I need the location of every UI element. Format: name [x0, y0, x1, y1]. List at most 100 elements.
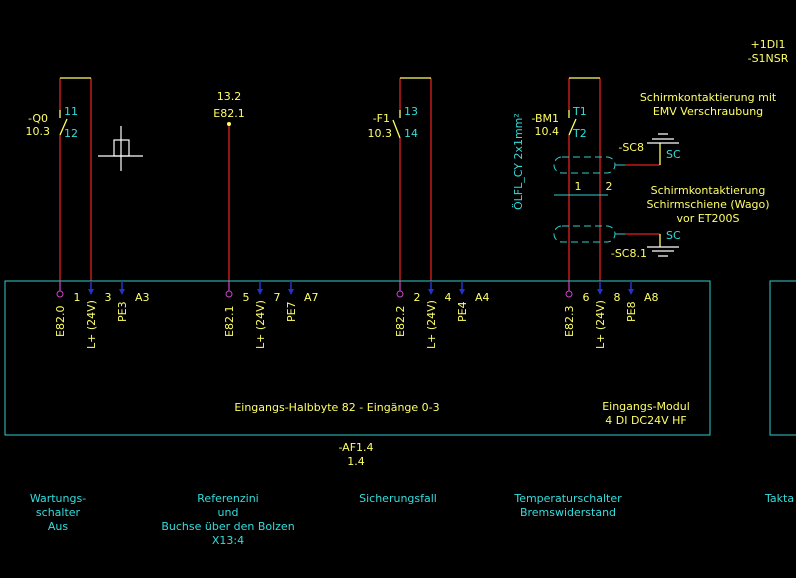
function-line: Buchse über den Bolzen	[161, 520, 294, 533]
shield-note: Schirmkontaktierung	[651, 184, 766, 197]
module-type: Eingangs-Modul	[602, 400, 690, 413]
location-label: +1DI1	[751, 38, 786, 51]
cross-reference-e82-1[interactable]: 13.2 E82.1	[213, 90, 245, 281]
function-line: X13:4	[212, 534, 244, 547]
function-line: schalter	[36, 506, 81, 519]
terminal-pin-icon[interactable]	[88, 289, 94, 295]
shield-tag: -SC8.1	[611, 247, 647, 260]
contact-bm1[interactable]: -BM1 10.4 T1 T2	[531, 77, 601, 281]
cable-name: ÖLFL_CY 2x1mm²	[512, 113, 525, 210]
function-line: Temperaturschalter	[513, 492, 622, 505]
terminal-signal-icon[interactable]	[565, 290, 573, 298]
contact-ref: 10.3	[26, 125, 51, 138]
function-line: Referenzini	[197, 492, 258, 505]
cross-ref-signal: E82.1	[213, 107, 244, 120]
ground-icon	[647, 246, 679, 257]
pin-label: 12	[64, 127, 78, 140]
signal-label: E82.0	[54, 306, 67, 337]
pin-number: 1	[74, 291, 81, 304]
shield-contact-sc8-1[interactable]: Schirmkontaktierung Schirmschiene (Wago)…	[611, 184, 770, 260]
pin-label: 14	[404, 127, 418, 140]
ground-icon	[647, 133, 679, 144]
pin-number: 5	[243, 291, 250, 304]
pin-label: T2	[572, 127, 587, 140]
channel-terminals[interactable]: E82.2 L+ (24V) PE4 2 4 A4	[394, 281, 490, 349]
contact-tag: -F1	[373, 112, 390, 125]
signal-label: E82.1	[223, 306, 236, 337]
pin-label: 13	[404, 105, 418, 118]
module-ref: 1.4	[347, 455, 365, 468]
pe-label: PE8	[625, 301, 638, 322]
channel-terminals[interactable]: E82.0 L+ (24V) PE3 1 3 A3	[54, 281, 150, 349]
terminal-signal-icon[interactable]	[56, 290, 64, 298]
supply-label: L+ (24V)	[594, 300, 607, 349]
crosshair-cursor-icon	[98, 126, 143, 171]
shield-note: Schirmschiene (Wago)	[646, 198, 769, 211]
cable-olfl[interactable]: ÖLFL_CY 2x1mm² 1 2	[512, 113, 616, 243]
contact-q0[interactable]: -Q0 10.3 11 12	[26, 77, 92, 281]
pin-number: 8	[614, 291, 621, 304]
address-label: A4	[475, 291, 490, 304]
supply-label: L+ (24V)	[85, 300, 98, 349]
channel-terminals[interactable]: E82.3 L+ (24V) PE8 6 8 A8	[563, 281, 659, 349]
terminal-pin-icon[interactable]	[428, 289, 434, 295]
terminal-pin-icon[interactable]	[119, 289, 125, 295]
terminal-pin-icon[interactable]	[597, 289, 603, 295]
shield-note: Schirmkontaktierung mit	[640, 91, 777, 104]
module-type: 4 DI DC24V HF	[605, 414, 686, 427]
next-module-box[interactable]	[769, 280, 796, 436]
function-line: und	[218, 506, 239, 519]
terminal-pin-icon[interactable]	[257, 289, 263, 295]
terminal-signal-icon[interactable]	[225, 290, 233, 298]
supply-label: L+ (24V)	[425, 300, 438, 349]
connection-point-icon	[227, 122, 231, 126]
shield-tag: -SC8	[618, 141, 644, 154]
function-text: Sicherungsfall	[359, 492, 437, 505]
wire-number: 2	[606, 180, 613, 193]
signal-label: E82.2	[394, 306, 407, 337]
contact-tag: -Q0	[28, 112, 48, 125]
shield-contact-sc8[interactable]: Schirmkontaktierung mit EMV Verschraubun…	[615, 91, 777, 166]
shield-note: EMV Verschraubung	[653, 105, 763, 118]
device-label: -S1NSR	[748, 52, 789, 65]
terminal-pin-icon[interactable]	[459, 289, 465, 295]
shield-label: SC	[666, 148, 681, 161]
terminal-pin-icon[interactable]	[628, 289, 634, 295]
pin-number: 4	[445, 291, 452, 304]
pe-label: PE3	[116, 301, 129, 322]
contact-tag: -BM1	[531, 112, 559, 125]
module-description: Eingangs-Halbbyte 82 - Eingänge 0-3	[234, 401, 439, 414]
wire-number: 1	[575, 180, 582, 193]
shield-note: vor ET200S	[677, 212, 740, 225]
address-label: A8	[644, 291, 659, 304]
contact-ref: 10.4	[535, 125, 560, 138]
signal-label: E82.3	[563, 306, 576, 337]
address-label: A3	[135, 291, 150, 304]
input-module-af1-4[interactable]: Eingangs-Halbbyte 82 - Eingänge 0-3 Eing…	[4, 280, 711, 468]
function-line: Takta	[764, 492, 794, 505]
terminal-pin-icon[interactable]	[288, 289, 294, 295]
shield-label: SC	[666, 229, 681, 242]
function-line: Sicherungsfall	[359, 492, 437, 505]
pin-label: T1	[572, 105, 587, 118]
cross-ref-page: 13.2	[217, 90, 242, 103]
module-tag: -AF1.4	[338, 441, 373, 454]
terminal-signal-icon[interactable]	[396, 290, 404, 298]
supply-label: L+ (24V)	[254, 300, 267, 349]
pin-number: 3	[105, 291, 112, 304]
contact-f1[interactable]: -F1 10.3 13 14	[368, 77, 432, 281]
pin-number: 6	[583, 291, 590, 304]
function-line: Aus	[48, 520, 68, 533]
pe-label: PE7	[285, 301, 298, 322]
pin-number: 2	[414, 291, 421, 304]
function-line: Bremswiderstand	[520, 506, 616, 519]
pe-label: PE4	[456, 301, 469, 322]
address-label: A7	[304, 291, 319, 304]
